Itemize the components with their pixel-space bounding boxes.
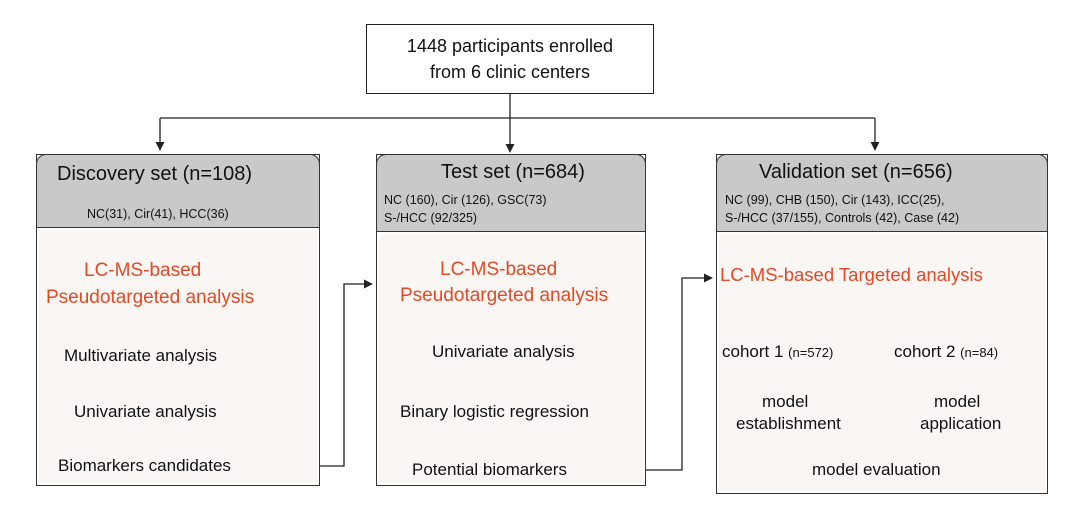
test-header: Test set (n=684) NC (160), Cir (126), GS…: [376, 154, 646, 232]
discovery-groups: NC(31), Cir(41), HCC(36): [87, 207, 229, 221]
test-title: Test set (n=684): [441, 161, 585, 183]
validation-panel: Validation set (n=656) NC (99), CHB (150…: [716, 154, 1048, 494]
discovery-result: Biomarkers candidates: [58, 456, 231, 475]
enrollment-line2: from 6 clinic centers: [429, 62, 591, 82]
cohort1-n: (n=572): [788, 345, 834, 360]
discovery-step-univariate: Univariate analysis: [74, 402, 217, 421]
model1-line2: establishment: [736, 414, 841, 433]
test-method-line2: Pseudotargeted analysis: [400, 285, 609, 306]
cohort1-name: cohort 1: [722, 342, 784, 361]
cohort2-name: cohort 2: [894, 342, 956, 361]
cohort2-n: (n=84): [960, 345, 999, 360]
model-evaluation: model evaluation: [812, 460, 941, 479]
model2-line2: application: [920, 414, 1002, 433]
validation-method: LC-MS-based Targeted analysis: [720, 264, 983, 285]
enrollment-box: 1448 participants enrolled from 6 clinic…: [366, 24, 654, 94]
cohort1-label: cohort 1 (n=572): [722, 342, 833, 362]
validation-groups-line2: S-/HCC (37/155), Controls (42), Case (42…: [725, 211, 960, 225]
discovery-body: [39, 231, 317, 483]
discovery-title: Discovery set (n=108): [57, 163, 253, 185]
discovery-header: Discovery set (n=108) NC(31), Cir(41), H…: [36, 154, 320, 228]
discovery-method-line2: Pseudotargeted analysis: [46, 287, 255, 308]
model1-line1: model: [762, 392, 809, 411]
test-step-univariate: Univariate analysis: [432, 342, 575, 361]
model2-line1: model: [934, 392, 981, 411]
test-groups-line1: NC (160), Cir (126), GSC(73): [384, 193, 547, 207]
test-panel: Test set (n=684) NC (160), Cir (126), GS…: [376, 154, 646, 486]
enrollment-line1: 1448 participants enrolled: [406, 36, 614, 56]
validation-title: Validation set (n=656): [759, 161, 953, 183]
validation-header: Validation set (n=656) NC (99), CHB (150…: [716, 154, 1048, 232]
test-method-line1: LC-MS-based: [440, 259, 558, 280]
test-step-logistic: Binary logistic regression: [400, 402, 589, 421]
test-groups-line2: S-/HCC (92/325): [384, 211, 478, 225]
validation-groups-line1: NC (99), CHB (150), Cir (143), ICC(25),: [725, 193, 945, 207]
discovery-method-line1: LC-MS-based: [84, 260, 202, 281]
discovery-panel: Discovery set (n=108) NC(31), Cir(41), H…: [36, 154, 320, 486]
test-body: [379, 235, 643, 483]
cohort2-label: cohort 2 (n=84): [894, 342, 998, 362]
validation-body: [719, 235, 1045, 491]
discovery-step-multivariate: Multivariate analysis: [64, 346, 218, 365]
test-result: Potential biomarkers: [412, 460, 567, 479]
